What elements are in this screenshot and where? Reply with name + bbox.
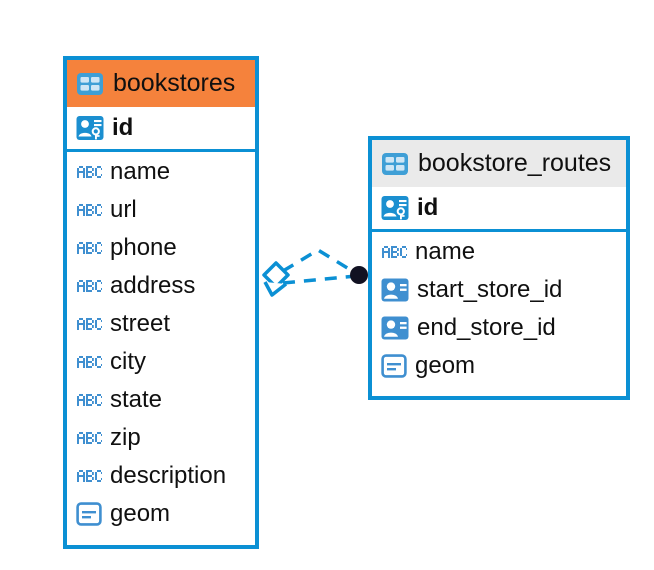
table-title: bookstore_routes — [418, 149, 612, 177]
abc-icon — [77, 318, 102, 330]
primary-key-icon — [76, 116, 104, 140]
primary-key-separator — [67, 149, 255, 152]
field-row-geom[interactable]: geom — [372, 347, 626, 385]
field-list-bookstores: name url — [67, 152, 255, 537]
field-label: name — [415, 238, 476, 265]
abc-icon — [77, 166, 102, 178]
field-label: description — [110, 462, 227, 489]
abc-icon — [77, 204, 102, 216]
abc-icon — [77, 356, 102, 368]
field-label: url — [110, 196, 137, 223]
field-row-start-store-id[interactable]: start_store_id — [372, 271, 626, 309]
field-row-geom[interactable]: geom — [67, 495, 255, 533]
field-label: zip — [110, 424, 141, 451]
field-label: start_store_id — [417, 276, 563, 303]
abc-icon — [77, 242, 102, 254]
field-row-address[interactable]: address — [67, 267, 255, 305]
table-icon — [77, 72, 103, 95]
geometry-icon — [381, 354, 407, 378]
field-row-name[interactable]: name — [67, 153, 255, 191]
table-bookstores[interactable]: bookstores id — [63, 56, 259, 549]
field-row-phone[interactable]: phone — [67, 229, 255, 267]
primary-key-icon — [381, 196, 409, 220]
table-icon — [382, 152, 408, 175]
field-row-city[interactable]: city — [67, 343, 255, 381]
field-label: address — [110, 272, 196, 299]
relationship-target-dot — [350, 266, 368, 284]
abc-icon — [77, 470, 102, 482]
field-label: street — [110, 310, 171, 337]
foreign-key-icon — [381, 278, 409, 302]
field-row-state[interactable]: state — [67, 381, 255, 419]
field-row-street[interactable]: street — [67, 305, 255, 343]
primary-key-separator — [372, 229, 626, 232]
field-row-zip[interactable]: zip — [67, 419, 255, 457]
foreign-key-icon — [381, 316, 409, 340]
abc-icon — [382, 246, 407, 258]
field-label: id — [417, 194, 439, 221]
abc-icon — [77, 394, 102, 406]
field-label: city — [110, 348, 146, 375]
field-label: geom — [415, 352, 476, 379]
table-title: bookstores — [113, 69, 236, 97]
abc-icon — [77, 432, 102, 444]
table-header-bookstores[interactable]: bookstores — [67, 60, 255, 107]
field-label: name — [110, 158, 171, 185]
field-row-name[interactable]: name — [372, 233, 626, 271]
abc-icon — [77, 280, 102, 292]
field-row-url[interactable]: url — [67, 191, 255, 229]
geometry-icon — [76, 502, 102, 526]
field-row-id[interactable]: id — [372, 187, 626, 229]
field-label: end_store_id — [417, 314, 556, 341]
field-label: phone — [110, 234, 177, 261]
field-row-description[interactable]: description — [67, 457, 255, 495]
relationship-source-diamond — [262, 261, 290, 297]
field-row-end-store-id[interactable]: end_store_id — [372, 309, 626, 347]
table-bookstore-routes[interactable]: bookstore_routes id — [368, 136, 630, 400]
field-row-id[interactable]: id — [67, 107, 255, 149]
field-label: state — [110, 386, 163, 413]
field-list-bookstore-routes: name start_store_id — [372, 232, 626, 389]
field-label: id — [112, 114, 134, 141]
field-label: geom — [110, 500, 171, 527]
table-header-bookstore-routes[interactable]: bookstore_routes — [372, 140, 626, 187]
